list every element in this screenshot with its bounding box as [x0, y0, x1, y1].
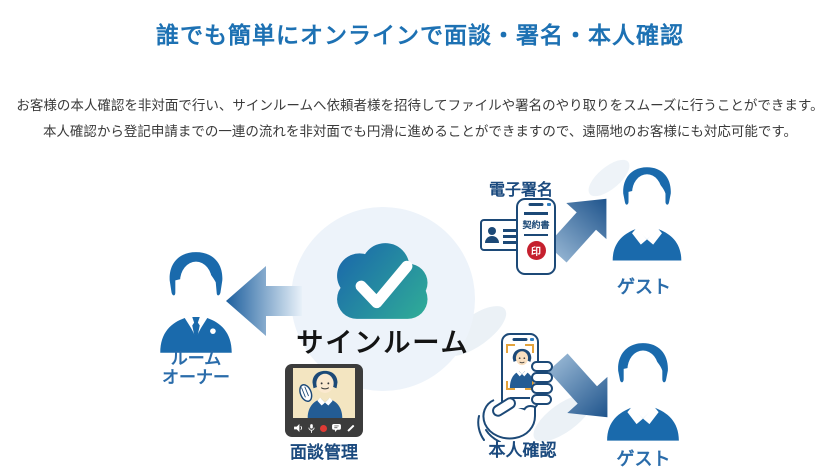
arrow-left-icon	[226, 266, 302, 336]
face-photo	[506, 344, 535, 390]
arrow-down-right-icon	[548, 353, 608, 418]
holding-hand-icon	[477, 361, 553, 442]
chat-icon	[331, 424, 341, 432]
room-owner-label: ルーム オーナー	[141, 349, 251, 387]
video-call-screen	[293, 368, 355, 418]
identity-check-label: 本人確認	[488, 441, 557, 460]
intro-line-2: 本人確認から登記申請までの一連の流れを非対面でも円滑に進めることができますので、…	[42, 124, 798, 139]
hanko-stamp-icon: 印	[526, 241, 546, 260]
face-icon	[509, 348, 535, 388]
business-person-icon	[160, 252, 232, 353]
focus-bracket-icon	[506, 344, 515, 353]
interview-management-label: 面談管理	[290, 443, 358, 462]
guest-person-icon	[607, 343, 679, 441]
intro-line-1: お客様の本人確認を非対面で行い、サインルームへ依頼者様を招待してファイルや署名の…	[16, 98, 824, 113]
video-toolbar	[285, 421, 363, 435]
signroom-label: サインルーム	[296, 328, 470, 358]
video-call-window-icon	[285, 364, 363, 437]
guest-top-label: ゲスト	[617, 277, 671, 297]
microphone-icon	[307, 423, 315, 433]
room-owner-label-line1: ルーム	[170, 349, 222, 368]
record-icon	[319, 424, 327, 432]
guest-person-icon	[612, 167, 682, 261]
arrow-up-right-icon	[547, 198, 607, 263]
page-title: 誰でも簡単にオンラインで面談・署名・本人確認	[156, 22, 684, 48]
pen-icon	[346, 424, 355, 433]
id-card-photo-icon	[488, 227, 496, 235]
waving-person-icon	[299, 370, 343, 418]
room-owner-label-line2: オーナー	[162, 368, 230, 387]
cloud-check-icon	[337, 243, 428, 319]
contract-label: 契約書	[522, 219, 550, 230]
esign-label: 電子署名	[488, 182, 553, 199]
smartphone-contract-icon: 契約書 印	[516, 198, 556, 275]
intro-text: お客様の本人確認を非対面で行い、サインルームへ依頼者様を招待してファイルや署名の…	[0, 93, 840, 145]
speaker-icon	[293, 424, 303, 432]
guest-bottom-label: ゲスト	[616, 449, 671, 469]
